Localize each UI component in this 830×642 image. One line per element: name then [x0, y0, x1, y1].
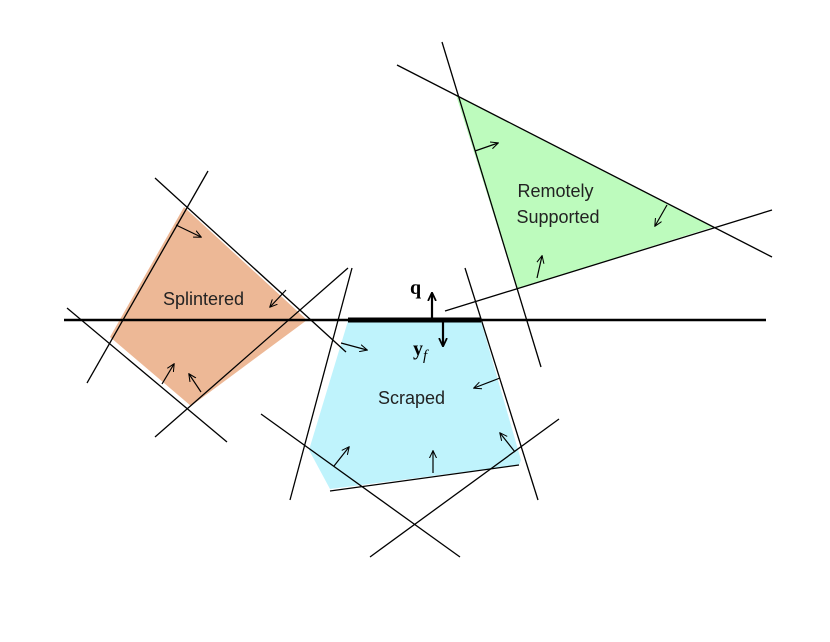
scraped-line-bottom — [329, 464, 520, 492]
scraped-boundary-lines — [260, 267, 560, 558]
scraped-label: Scraped — [378, 388, 445, 408]
scraped-line-right — [464, 267, 539, 501]
yf-label-main: y — [413, 338, 423, 360]
normal-arrow — [500, 433, 516, 453]
splintered-label: Splintered — [163, 289, 244, 309]
scraped-line-left — [289, 267, 353, 501]
splintered-line-4 — [86, 170, 209, 384]
remote-boundary-lines — [396, 41, 773, 368]
normal-arrow — [333, 447, 349, 467]
scraped-line-diag-2 — [369, 418, 560, 558]
normal-arrow — [270, 289, 287, 307]
yf-label-subscript: f — [423, 348, 429, 364]
splintered-line-3 — [66, 307, 228, 443]
normal-arrow — [536, 256, 542, 279]
normal-arrow — [340, 342, 367, 350]
normal-arrow — [175, 224, 201, 237]
remote-line-bottom — [444, 209, 773, 312]
normal-arrow — [161, 364, 174, 385]
normal-arrow — [474, 377, 501, 388]
remotely-supported-region — [456, 95, 713, 289]
normal-arrow — [474, 143, 498, 152]
q-label: q — [410, 277, 421, 299]
remote-line-left — [441, 41, 542, 368]
remote-label-line2: Supported — [516, 207, 599, 227]
scraped-region — [309, 321, 521, 489]
normal-arrow — [655, 204, 668, 226]
splintered-boundary-lines — [66, 170, 349, 443]
remote-label: Remotely Supported — [516, 181, 599, 227]
remote-label-line1: Remotely — [517, 181, 593, 201]
normal-arrow — [189, 374, 202, 393]
remote-line-top — [396, 64, 773, 258]
normal-arrows — [161, 143, 668, 473]
yf-label: yf — [413, 338, 429, 364]
scraped-line-diag-1 — [260, 413, 461, 558]
